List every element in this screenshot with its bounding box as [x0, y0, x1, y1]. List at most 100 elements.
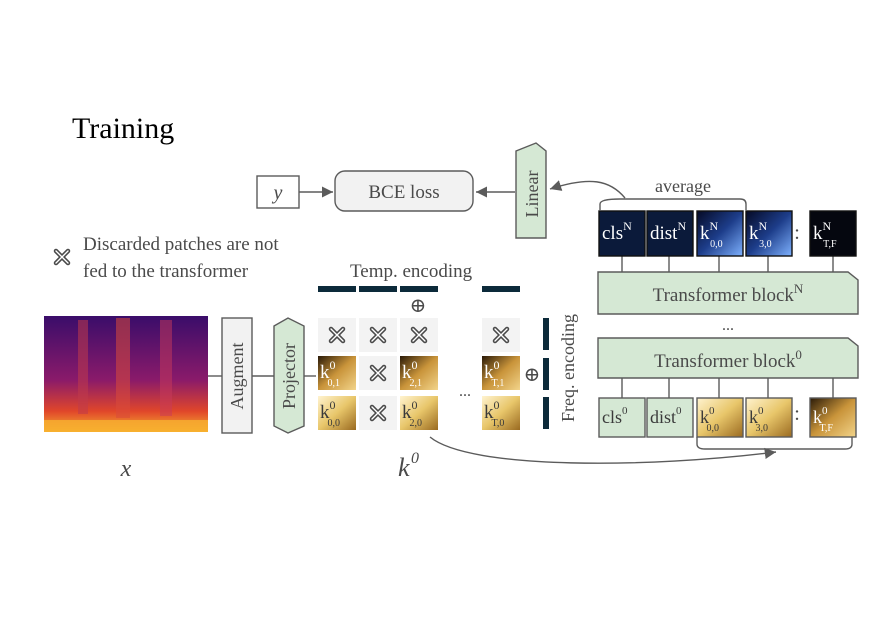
discarded-patch: [359, 396, 397, 430]
transformer-block-N: Transformer blockN: [597, 271, 859, 315]
patch-grid-hdots: ...: [459, 383, 471, 400]
token-base: cls: [602, 407, 622, 427]
svg-text:Transformer blockN: Transformer blockN: [653, 281, 804, 306]
top-token-1: distN: [646, 210, 694, 257]
bottom-token-brace: [696, 437, 853, 450]
linear-label: Linear: [522, 171, 542, 218]
token-sub: 0,0: [710, 239, 723, 250]
discarded-patch: [359, 356, 397, 390]
patch-r2c0: k0 0,0: [318, 396, 356, 430]
token-sup: N: [710, 219, 719, 233]
token-base: k: [484, 362, 494, 383]
token-sub: 3,0: [759, 239, 772, 250]
token-sup: 0: [330, 358, 336, 372]
top-token-0: clsN: [598, 210, 646, 257]
linear-box: Linear: [515, 142, 547, 239]
discarded-patch: [400, 318, 438, 352]
token-base: k: [320, 402, 330, 423]
transformer-block-0: Transformer block0: [597, 337, 859, 379]
svg-text:cls0: cls0: [602, 405, 628, 427]
token-sup: N: [759, 219, 768, 233]
token-base: dist: [650, 407, 676, 427]
bottom-token-0: cls0: [598, 397, 646, 438]
token-sub: 0,0: [328, 418, 341, 429]
bottom-token-2: k0 0,0: [696, 397, 744, 438]
token-base: k: [484, 402, 494, 423]
arrow-average-to-linear: [549, 180, 626, 199]
token-base: k: [402, 402, 412, 423]
token-sup: N: [677, 219, 686, 233]
svg-text:clsN: clsN: [602, 219, 632, 244]
token-sub: 0,0: [707, 423, 720, 434]
freq-encoding-strip: [543, 318, 549, 429]
average-brace: [599, 198, 747, 210]
token-base: k: [813, 407, 822, 427]
token-sub: 2,0: [410, 418, 423, 429]
label-y-box: y: [256, 175, 300, 209]
token-sup: 0: [494, 398, 500, 412]
input-label-x: x: [120, 456, 132, 482]
token-sub: T,F: [820, 423, 834, 434]
svg-text:kNT,F: kNT,F: [813, 219, 837, 250]
average-label: average: [655, 176, 711, 196]
token-sup: 0: [758, 405, 764, 417]
k0-base: k: [398, 453, 410, 482]
discarded-patch: [318, 318, 356, 352]
svg-text:distN: distN: [650, 219, 686, 244]
label-y: y: [272, 182, 283, 204]
transformer-0-base: Transformer block: [654, 351, 796, 372]
svg-text:k02,1: k02,1: [402, 358, 422, 389]
temp-encoding-label: Temp. encoding: [350, 261, 473, 282]
svg-text:k03,0: k03,0: [749, 405, 768, 434]
svg-text:k0T,F: k0T,F: [813, 405, 833, 434]
transformer-N-sup: N: [794, 281, 804, 296]
temp-encoding-strip: [318, 286, 520, 292]
svg-text:k0T,0: k0T,0: [484, 398, 504, 429]
token-base: k: [700, 407, 709, 427]
svg-text:k00,0: k0 0,0: [320, 398, 340, 429]
token-sup: 0: [709, 405, 715, 417]
token-sub: T,F: [823, 239, 837, 250]
discard-icon: [369, 364, 387, 382]
token-base: k: [402, 362, 412, 383]
projector-box: Projector: [273, 317, 305, 434]
oplus-icon: ⊕: [410, 295, 427, 317]
projector-label: Projector: [279, 343, 299, 409]
token-sub: 2,1: [410, 378, 423, 389]
discard-icon: [410, 326, 428, 344]
token-sup: N: [623, 219, 632, 233]
patch-tokens-label: k 0: [398, 450, 419, 482]
svg-text:dist0: dist0: [650, 405, 682, 427]
token-sub: 3,0: [756, 423, 769, 434]
k0-sup: 0: [411, 450, 419, 467]
token-base: dist: [650, 223, 678, 244]
discarded-patch: [482, 318, 520, 352]
transformer-vdots: ...: [722, 317, 734, 334]
svg-text:Transformer block0: Transformer block0: [654, 347, 802, 372]
token-sup: 0: [412, 398, 418, 412]
legend-line1: Discarded patches are not: [83, 234, 279, 255]
svg-text:kN3,0: kN3,0: [749, 219, 772, 250]
token-sup: 0: [330, 398, 336, 412]
svg-text:k00,0: k0 0,0: [700, 405, 719, 434]
patch-r2c2: k0 2,0: [400, 396, 438, 430]
discarded-patch: [359, 318, 397, 352]
arrow-patches-to-transformer: [429, 436, 777, 464]
token-sub: T,1: [492, 378, 505, 389]
discard-icon: [53, 248, 71, 266]
token-sup: 0: [676, 405, 682, 417]
svg-text:k02,0: k0 2,0: [402, 398, 422, 429]
transformer-0-sup: 0: [795, 347, 802, 362]
discard-icon: [492, 326, 510, 344]
